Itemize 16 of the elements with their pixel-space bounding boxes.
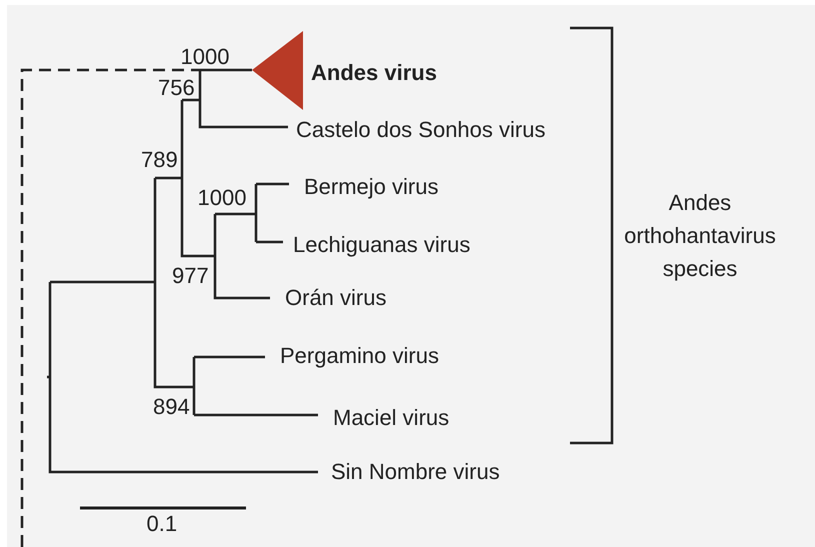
taxon-label: Castelo dos Sonhos virus [296, 117, 546, 143]
bootstrap-value: 977 [172, 263, 209, 289]
taxon-label: Bermejo virus [304, 174, 438, 200]
clade-label: Andes orthohantavirus species [623, 188, 777, 283]
taxon-label: Maciel virus [333, 405, 450, 431]
taxon-label: Pergamino virus [280, 343, 439, 369]
bootstrap-value: 894 [153, 394, 190, 420]
taxon-label: Lechiguanas virus [293, 232, 470, 258]
taxon-label: Orán virus [285, 285, 386, 311]
scale-value: 0.1 [146, 511, 178, 537]
bootstrap-value: 1000 [180, 44, 230, 70]
bootstrap-value: 1000 [198, 185, 246, 211]
taxon-label: Sin Nombre virus [331, 459, 500, 485]
bootstrap-value: 789 [141, 147, 178, 173]
bootstrap-value: 756 [158, 75, 195, 101]
taxon-label: Andes virus [311, 60, 437, 86]
